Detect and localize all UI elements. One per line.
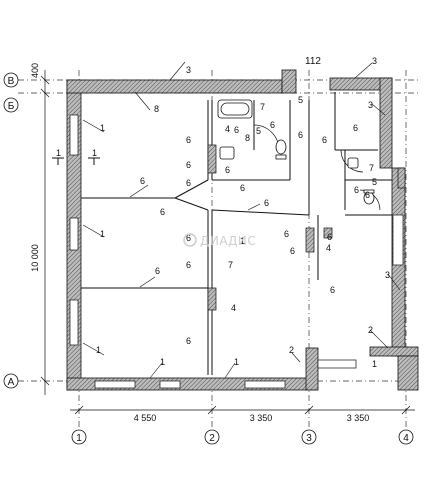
marker-label: 6 — [284, 229, 289, 239]
dim-span-1: 4 550 — [134, 413, 157, 423]
section-mark-label-right: 1 — [92, 148, 97, 158]
axis-bubble-3: 3 — [301, 429, 317, 445]
partitions — [207, 144, 406, 311]
marker-label: 7 — [369, 163, 374, 173]
axis-bubble-1: 1 — [71, 429, 87, 445]
marker-label: 6 — [186, 160, 191, 170]
toilet-2 — [363, 189, 375, 205]
marker-label: 6 — [353, 123, 358, 133]
watermark: ДИАДИС — [183, 233, 256, 248]
svg-text:4: 4 — [403, 433, 409, 444]
marker-label: 2 — [368, 325, 373, 335]
marker-label: 4 — [231, 303, 236, 313]
marker-label: 7 — [260, 102, 265, 112]
marker-label: 4 — [225, 124, 230, 134]
axis-bubble-b: Б — [3, 97, 19, 113]
marker-label: 1 — [240, 236, 245, 246]
washbasin — [219, 146, 235, 160]
marker-label: 6 — [234, 125, 239, 135]
marker-label: 1 — [160, 357, 165, 367]
marker-label: 6 — [264, 198, 269, 208]
svg-text:Б: Б — [8, 101, 15, 112]
dimension-lines — [40, 70, 415, 415]
washbasin-2 — [347, 157, 359, 169]
marker-label: 3 — [368, 100, 373, 110]
marker-label: 1 — [100, 229, 105, 239]
marker-label: 8 — [245, 133, 250, 143]
marker-label: 3 — [372, 56, 377, 66]
marker-label: 6 — [290, 246, 295, 256]
marker-label: 3 — [385, 270, 390, 280]
marker-label: 6 — [140, 176, 145, 186]
watermark-logo-icon — [183, 233, 197, 247]
axis-bubble-4: 4 — [398, 429, 414, 445]
toilet — [275, 139, 287, 160]
svg-text:1: 1 — [76, 433, 82, 444]
marker-label: 5 — [298, 95, 303, 105]
svg-text:В: В — [8, 76, 15, 87]
windows — [69, 114, 404, 389]
marker-label: 6 — [186, 178, 191, 188]
marker-label: 1 — [100, 123, 105, 133]
marker-label: 6 — [186, 260, 191, 270]
marker-label: 8 — [154, 104, 159, 114]
axis-bubble-v: В — [3, 72, 19, 88]
svg-text:А: А — [8, 377, 15, 388]
leader-lines — [82, 61, 401, 379]
marker-label: 6 — [270, 120, 275, 130]
svg-text:2: 2 — [209, 433, 215, 444]
marker-label: 6 — [298, 130, 303, 140]
dim-span-2: 3 350 — [250, 413, 273, 423]
marker-label: 4 — [326, 243, 331, 253]
marker-label: 6 — [365, 190, 370, 200]
section-mark — [52, 157, 100, 165]
marker-label: 6 — [160, 207, 165, 217]
marker-label: 6 — [155, 266, 160, 276]
marker-label: 5 — [372, 177, 377, 187]
marker-label: 5 — [256, 126, 261, 136]
wall-markers: 3 3 8 1 1 1 1 1 1 7 5 4 6 8 5 6 6 6 6 6 … — [96, 56, 390, 369]
marker-label: 6 — [327, 232, 332, 242]
marker-label: 6 — [322, 135, 327, 145]
dim-left-total: 10 000 — [30, 244, 40, 272]
dim-span-3: 3 350 — [347, 413, 370, 423]
marker-label: 6 — [186, 336, 191, 346]
marker-label: 2 — [289, 345, 294, 355]
marker-label: 1 — [372, 359, 377, 369]
watermark-text: ДИАДИС — [200, 234, 256, 248]
marker-label: 7 — [228, 260, 233, 270]
marker-label: 1 — [96, 345, 101, 355]
bathtub — [217, 99, 253, 119]
marker-label: 3 — [186, 65, 191, 75]
dim-top-offset: 400 — [30, 63, 40, 78]
marker-label: 6 — [330, 285, 335, 295]
doors — [253, 124, 381, 211]
marker-label: 6 — [240, 183, 245, 193]
section-mark-label-left: 1 — [56, 148, 61, 158]
marker-label: 1 — [234, 357, 239, 367]
svg-text:3: 3 — [306, 433, 312, 444]
marker-label: 6 — [186, 233, 191, 243]
axis-bubble-2: 2 — [204, 429, 220, 445]
marker-label: 6 — [186, 135, 191, 145]
marker-label: 6 — [354, 185, 359, 195]
axis-bubble-a: А — [3, 373, 19, 389]
area-ref-label: 112 — [305, 56, 321, 67]
marker-label: 6 — [225, 165, 230, 175]
